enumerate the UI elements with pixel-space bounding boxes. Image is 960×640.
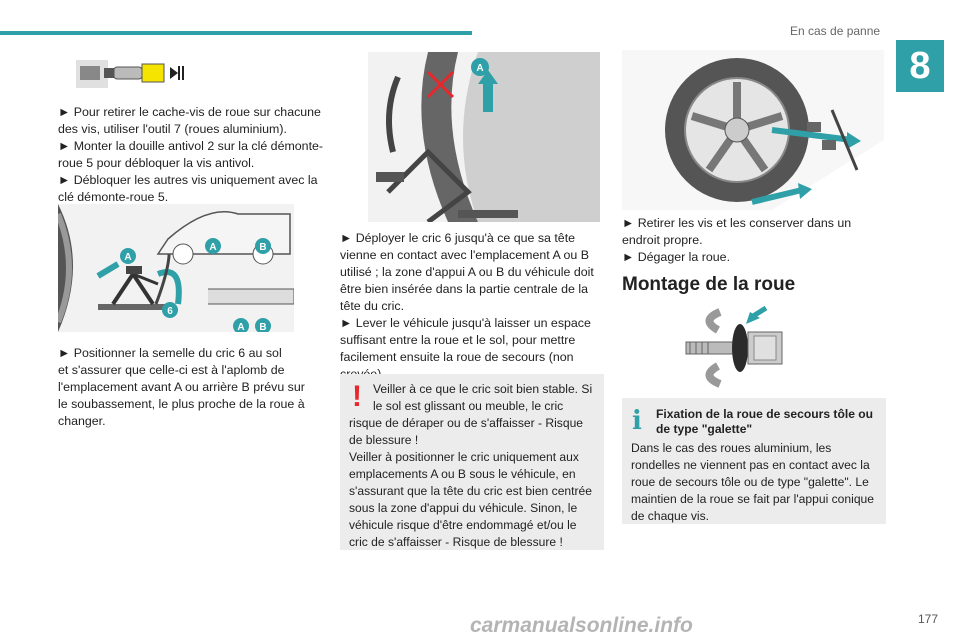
label-a: A <box>124 252 131 263</box>
label-b: B <box>259 322 266 332</box>
text-line: endroit propre. <box>622 233 703 247</box>
col1-instructions-2: ► Positionner la semelle du cric 6 au so… <box>58 345 328 430</box>
text-line: vienne en contact avec l'emplacement A o… <box>340 248 589 262</box>
text-line: s'assurant que la tête du cric est bien … <box>349 484 592 498</box>
text-line: des vis, utiliser l'outil 7 (roues alumi… <box>58 122 287 136</box>
text-line: ► Retirer les vis et les conserver dans … <box>622 216 852 230</box>
bolt-figure <box>685 306 783 388</box>
watermark: carmanualsonline.info <box>470 614 693 637</box>
text-line: cric de s'affaisser - Risque de blessure… <box>349 535 563 549</box>
text-line: utilisé ; la zone d'appui A ou B du véhi… <box>340 265 594 279</box>
label-six: 6 <box>167 306 173 317</box>
text-line: emplacements A ou B sous le véhicule, en <box>349 467 576 481</box>
text-line: être bien insérée dans la partie central… <box>340 282 588 296</box>
text-line: de type "galette" <box>656 422 753 436</box>
text-line: ► Lever le véhicule jusqu'à laisser un e… <box>340 316 591 330</box>
jack-position-figure: A A B 6 A B <box>58 204 294 332</box>
text-line: l'emplacement avant A ou arrière B prévu… <box>58 380 305 394</box>
text-line: le sol est glissant ou meuble, le cric <box>373 399 564 413</box>
text-line: rondelles ne viennent pas en contact ave… <box>631 458 870 472</box>
text-line: changer. <box>58 414 106 428</box>
text-line: de chaque vis. <box>631 509 709 523</box>
warning-icon: ! <box>352 380 362 413</box>
col1-instructions: ► Pour retirer le cache-vis de roue sur … <box>58 104 328 206</box>
text-line: sous la zone d'appui du véhicule. Sinon,… <box>349 501 578 515</box>
label-a: A <box>476 63 483 74</box>
text-line: Veiller à positionner le cric uniquement… <box>349 450 579 464</box>
text-line: ► Monter la douille antivol 2 sur la clé… <box>58 139 324 153</box>
label-b: B <box>259 242 266 253</box>
text-line: ► Débloquer les autres vis uniquement av… <box>58 173 318 187</box>
text-line: de blessure ! <box>349 433 419 447</box>
text-line: tête du cric. <box>340 299 405 313</box>
text-line: facilement ensuite la roue de secours (n… <box>340 350 574 364</box>
section-heading: Montage de la roue <box>622 274 796 295</box>
text-line: Fixation de la roue de secours tôle ou <box>656 407 874 421</box>
header-accent-bar <box>0 31 472 35</box>
tool-illustration <box>76 60 184 88</box>
text-line: maintien de la roue se fait par l'appui … <box>631 492 874 506</box>
section-title: En cas de panne <box>790 24 881 38</box>
label-a: A <box>237 322 244 332</box>
warning-box <box>340 374 604 550</box>
col3-instructions: ► Retirer les vis et les conserver dans … <box>622 215 892 266</box>
text-line: ► Pour retirer le cache-vis de roue sur … <box>58 105 321 119</box>
text-line: risque de déraper ou de s'affaisser - Ri… <box>349 416 584 430</box>
page-number: 177 <box>918 612 939 626</box>
info-body: Dans le cas des roues aluminium, les ron… <box>631 440 881 525</box>
text-line: Dans le cas des roues aluminium, les <box>631 441 832 455</box>
text-line: roue 5 pour débloquer la vis antivol. <box>58 156 255 170</box>
label-a: A <box>209 242 216 253</box>
text-line: roue de secours tôle ou de type "galette… <box>631 475 869 489</box>
text-line: ► Positionner la semelle du cric 6 au so… <box>58 346 282 360</box>
col2-instructions: ► Déployer le cric 6 jusqu'à ce que sa t… <box>340 230 604 383</box>
info-box <box>622 398 886 524</box>
text-line: clé démonte-roue 5. <box>58 190 169 204</box>
text-line: le soubassement, le plus proche de la ro… <box>58 397 305 411</box>
text-line: ► Déployer le cric 6 jusqu'à ce que sa t… <box>340 231 576 245</box>
text-line: et s'assurer que celle-ci est à l'aplomb… <box>58 363 285 377</box>
chapter-badge: 8 <box>896 40 944 92</box>
info-title: Fixation de la roue de secours tôle ou d… <box>656 407 880 437</box>
jack-lift-figure: A <box>368 52 600 222</box>
text-line: ► Dégager la roue. <box>622 250 731 264</box>
text-line: suffisant entre la roue et le sol, pour … <box>340 333 576 347</box>
text-line: Veiller à ce que le cric soit bien stabl… <box>373 382 593 396</box>
warning-text: Veiller à ce que le cric soit bien stabl… <box>349 381 597 551</box>
info-icon: i <box>632 406 642 436</box>
text-line: véhicule risque d'être endommagé et/ou l… <box>349 518 577 532</box>
wheel-removal-figure <box>622 50 884 210</box>
